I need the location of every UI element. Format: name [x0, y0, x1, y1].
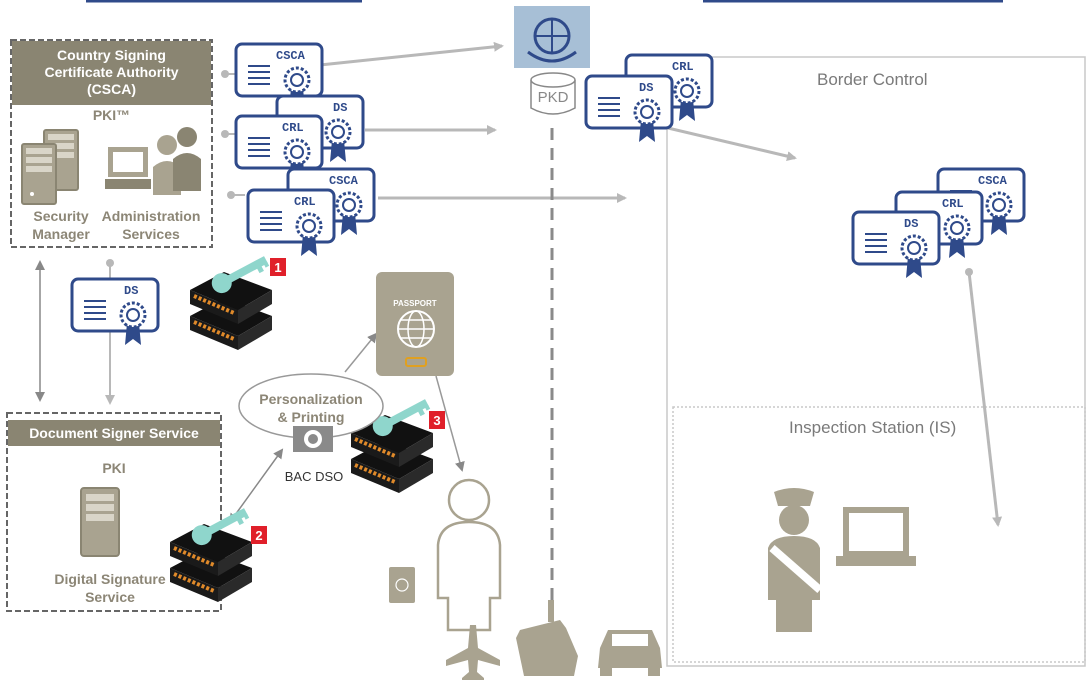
cert-ds-left [70, 277, 160, 347]
csca-title-line3: (CSCA) [87, 81, 136, 97]
ship-icon [516, 600, 578, 676]
administration-services-icon [105, 127, 201, 195]
administration-services-label: Administration Services [101, 208, 201, 242]
cert-ds-pkd [584, 74, 674, 144]
security-manager-icon [21, 129, 79, 205]
cert-label-crl-pkd: CRL [672, 60, 694, 74]
passport-label: PASSPORT [393, 299, 437, 308]
bac-dso-label: BAC DSO [284, 469, 344, 484]
cert-label-ds-pkd: DS [639, 81, 653, 95]
csca-pki-label: PKI™ [92, 107, 131, 123]
hsm-2-icon [168, 500, 254, 604]
cert-label-crl-border: CRL [942, 197, 964, 211]
hsm-badge-1-label: 1 [274, 260, 281, 275]
cert-label-ds-border: DS [904, 217, 918, 231]
digital-signature-service-label: Digital Signature Service [54, 571, 166, 605]
csca-to-icao-arrow [319, 41, 504, 67]
cert-label-crl-mid: CRL [282, 121, 304, 135]
pkd-label: PKD [538, 89, 569, 106]
digital-signature-server-icon [80, 487, 120, 557]
traveller-icon [436, 478, 502, 632]
hsm-badge-3-label: 3 [433, 413, 440, 428]
hsm-1-icon [188, 248, 274, 352]
inspection-station-zone [672, 406, 1086, 663]
ds-service-title: Document Signer Service [8, 423, 220, 443]
personalization-to-passport-arrow [344, 332, 378, 373]
pkd-to-border-arrow [667, 126, 797, 162]
security-manager-label: Security Manager [32, 208, 90, 242]
cert-label-ds-mid: DS [333, 101, 347, 115]
airplane-icon [446, 625, 500, 680]
ds-pki-label: PKI [102, 460, 126, 476]
cert-label-csca-low: CSCA [329, 174, 359, 188]
cert-label-crl-low: CRL [294, 195, 316, 209]
csca-header [12, 41, 211, 105]
border-control-zone [666, 56, 1086, 667]
car-icon [598, 630, 662, 676]
csca-box [10, 39, 213, 248]
small-passport-icon [389, 567, 415, 603]
inspection-station-title: Inspection Station (IS) [789, 418, 957, 437]
border-officer-icon [768, 488, 823, 632]
cert-label-csca-top: CSCA [276, 49, 306, 63]
passport-to-traveller-arrow [435, 375, 465, 472]
bac-dso-hsm-double-arrow [228, 448, 284, 524]
hsm-badge-1 [270, 258, 286, 276]
bac-dso-icon [293, 426, 333, 452]
personalization-label: Personalization & Printing [259, 391, 363, 425]
passport-icon [376, 272, 454, 376]
inspection-laptop-icon [836, 507, 916, 566]
ds-service-box [6, 412, 222, 612]
icao-logo-icon [514, 6, 590, 68]
csca-title-line1: Country Signing [57, 47, 166, 63]
border-control-title: Border Control [817, 70, 928, 89]
hsm-badge-3 [429, 411, 445, 429]
cert-ds-border [851, 210, 941, 280]
cert-label-ds-left: DS [124, 284, 138, 298]
hsm-badge-2-label: 2 [255, 528, 262, 543]
hsm-badge-2 [251, 526, 267, 544]
csca-title-line2: Certificate Authority [44, 64, 179, 80]
border-to-is-arrow [967, 271, 1003, 527]
cert-label-csca-border: CSCA [978, 174, 1008, 188]
cert-crl-low [246, 188, 336, 258]
csca-title: Country Signing Certificate Authority (C… [12, 47, 211, 98]
pkd-database-icon [530, 72, 576, 115]
